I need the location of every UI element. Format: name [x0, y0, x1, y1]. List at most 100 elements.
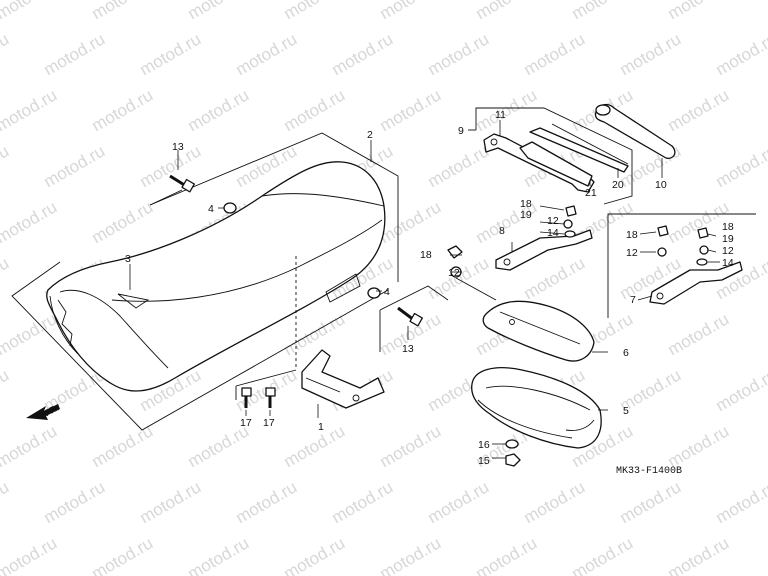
bracket-8[interactable] [495, 229, 593, 271]
bolt-19-top[interactable] [565, 205, 577, 217]
bolt-13-lower[interactable] [397, 306, 423, 327]
nut-15[interactable] [505, 453, 521, 467]
diagram-code: MK33-F1400B [616, 466, 682, 477]
callout-13-upper: 13 [172, 141, 184, 153]
watermark-text: motod.ru [0, 141, 12, 191]
watermark-text: motod.ru [0, 197, 60, 247]
callout-5: 5 [623, 405, 629, 417]
callout-8: 8 [499, 225, 505, 237]
grommet-4-upper[interactable] [223, 202, 237, 214]
watermark-text: motod.ru [377, 533, 445, 576]
callout-17-right: 17 [263, 417, 275, 429]
screwdriver-20[interactable] [529, 123, 629, 173]
watermark-text: motod.ru [281, 421, 349, 471]
washer-16[interactable] [505, 439, 519, 449]
bolt-18-left[interactable] [447, 245, 463, 259]
bolt-19-right[interactable] [697, 227, 709, 239]
callout-1: 1 [318, 421, 324, 433]
watermark-text: motod.ru [377, 421, 445, 471]
callout-12-top: 12 [547, 215, 559, 227]
callout-18-right-top: 18 [722, 221, 734, 233]
watermark-text: motod.ru [281, 0, 349, 23]
watermark-text: motod.ru [137, 477, 205, 527]
watermark-text: motod.ru [713, 365, 768, 415]
bracket-7[interactable] [649, 261, 743, 305]
watermark-text: motod.ru [569, 533, 637, 576]
seat[interactable] [46, 161, 386, 392]
watermark-text: motod.ru [377, 0, 445, 23]
watermark-text: motod.ru [0, 0, 60, 23]
watermark-text: motod.ru [41, 29, 109, 79]
watermark-text: motod.ru [0, 29, 12, 79]
watermark-text: motod.ru [0, 421, 60, 471]
watermark-text: motod.ru [89, 533, 157, 576]
callout-7: 7 [630, 294, 636, 306]
watermark-text: motod.ru [185, 85, 253, 135]
callout-14-top: 14 [547, 227, 559, 239]
bolt-17-right[interactable] [265, 387, 276, 408]
tool-bag-10[interactable] [594, 103, 676, 159]
callout-10: 10 [655, 179, 667, 191]
nut-12-far[interactable] [699, 245, 709, 255]
callout-14-right: 14 [722, 257, 734, 269]
callout-labels: 1 2 3 4 4 5 6 7 8 9 10 11 12 12 12 12 13… [125, 109, 734, 467]
callout-20: 20 [612, 179, 624, 191]
callout-12-left: 12 [448, 267, 460, 279]
nut-12-right[interactable] [657, 247, 667, 257]
callout-17-left: 17 [240, 417, 252, 429]
bolt-13-upper[interactable] [169, 174, 195, 193]
watermark-text: motod.ru [473, 533, 541, 576]
callout-18-right: 18 [626, 229, 638, 241]
watermark-text: motod.ru [329, 477, 397, 527]
watermark-text: motod.ru [89, 85, 157, 135]
front-direction-arrow [26, 404, 60, 420]
rubber-14-right[interactable] [696, 258, 708, 266]
watermark-text: motod.ru [233, 29, 301, 79]
callout-21: 21 [585, 187, 597, 199]
bolt-18-right[interactable] [657, 225, 669, 237]
callout-12-right: 12 [626, 247, 638, 259]
callout-11: 11 [495, 109, 506, 121]
watermark-text: motod.ru [89, 0, 157, 23]
watermark-text: motod.ru [665, 309, 733, 359]
watermark-text: motod.ru [41, 477, 109, 527]
watermark-text: motod.ru [521, 477, 589, 527]
watermark-text: motod.ru [665, 533, 733, 576]
watermark-text: motod.ru [0, 365, 12, 415]
watermark-text: motod.ru [89, 421, 157, 471]
callout-12-far: 12 [722, 245, 734, 257]
seat-bracket[interactable] [301, 349, 385, 409]
watermark-text: motod.ru [617, 29, 685, 79]
watermark-text: motod.ru [521, 29, 589, 79]
watermark-text: motod.ru [0, 533, 60, 576]
rubber-14-top[interactable] [564, 230, 576, 238]
rear-cover-5[interactable] [471, 367, 602, 449]
nut-12-top[interactable] [563, 219, 573, 229]
watermark-text: motod.ru [185, 0, 253, 23]
right-subassembly-frame [607, 213, 756, 318]
callout-16: 16 [478, 439, 490, 451]
watermark-text: motod.ru [473, 85, 541, 135]
callout-13-lower: 13 [402, 343, 414, 355]
watermark-text: motod.ru [329, 29, 397, 79]
watermark-text: motod.ru [0, 309, 60, 359]
watermark-text: motod.ru [377, 85, 445, 135]
bolt-17-left[interactable] [241, 387, 252, 408]
seat-assembly-frame [11, 132, 399, 431]
callout-6: 6 [623, 347, 629, 359]
watermark-text: motod.ru [473, 0, 541, 23]
cover-plate-6[interactable] [482, 300, 595, 362]
watermark-text: motod.ru [713, 477, 768, 527]
watermark-text: motod.ru [137, 29, 205, 79]
watermark-text: motod.ru [281, 85, 349, 135]
callout-2: 2 [367, 129, 373, 141]
watermark-text: motod.ru [377, 197, 445, 247]
callout-4-upper: 4 [208, 203, 214, 215]
callout-4-lower: 4 [384, 286, 390, 298]
watermark-text: motod.ru [0, 85, 60, 135]
grommet-4-lower[interactable] [367, 287, 381, 299]
watermark-text: motod.ru [425, 141, 493, 191]
callout-18-top: 18 [520, 198, 532, 210]
callout-15: 15 [478, 455, 490, 467]
callout-9: 9 [458, 125, 464, 137]
